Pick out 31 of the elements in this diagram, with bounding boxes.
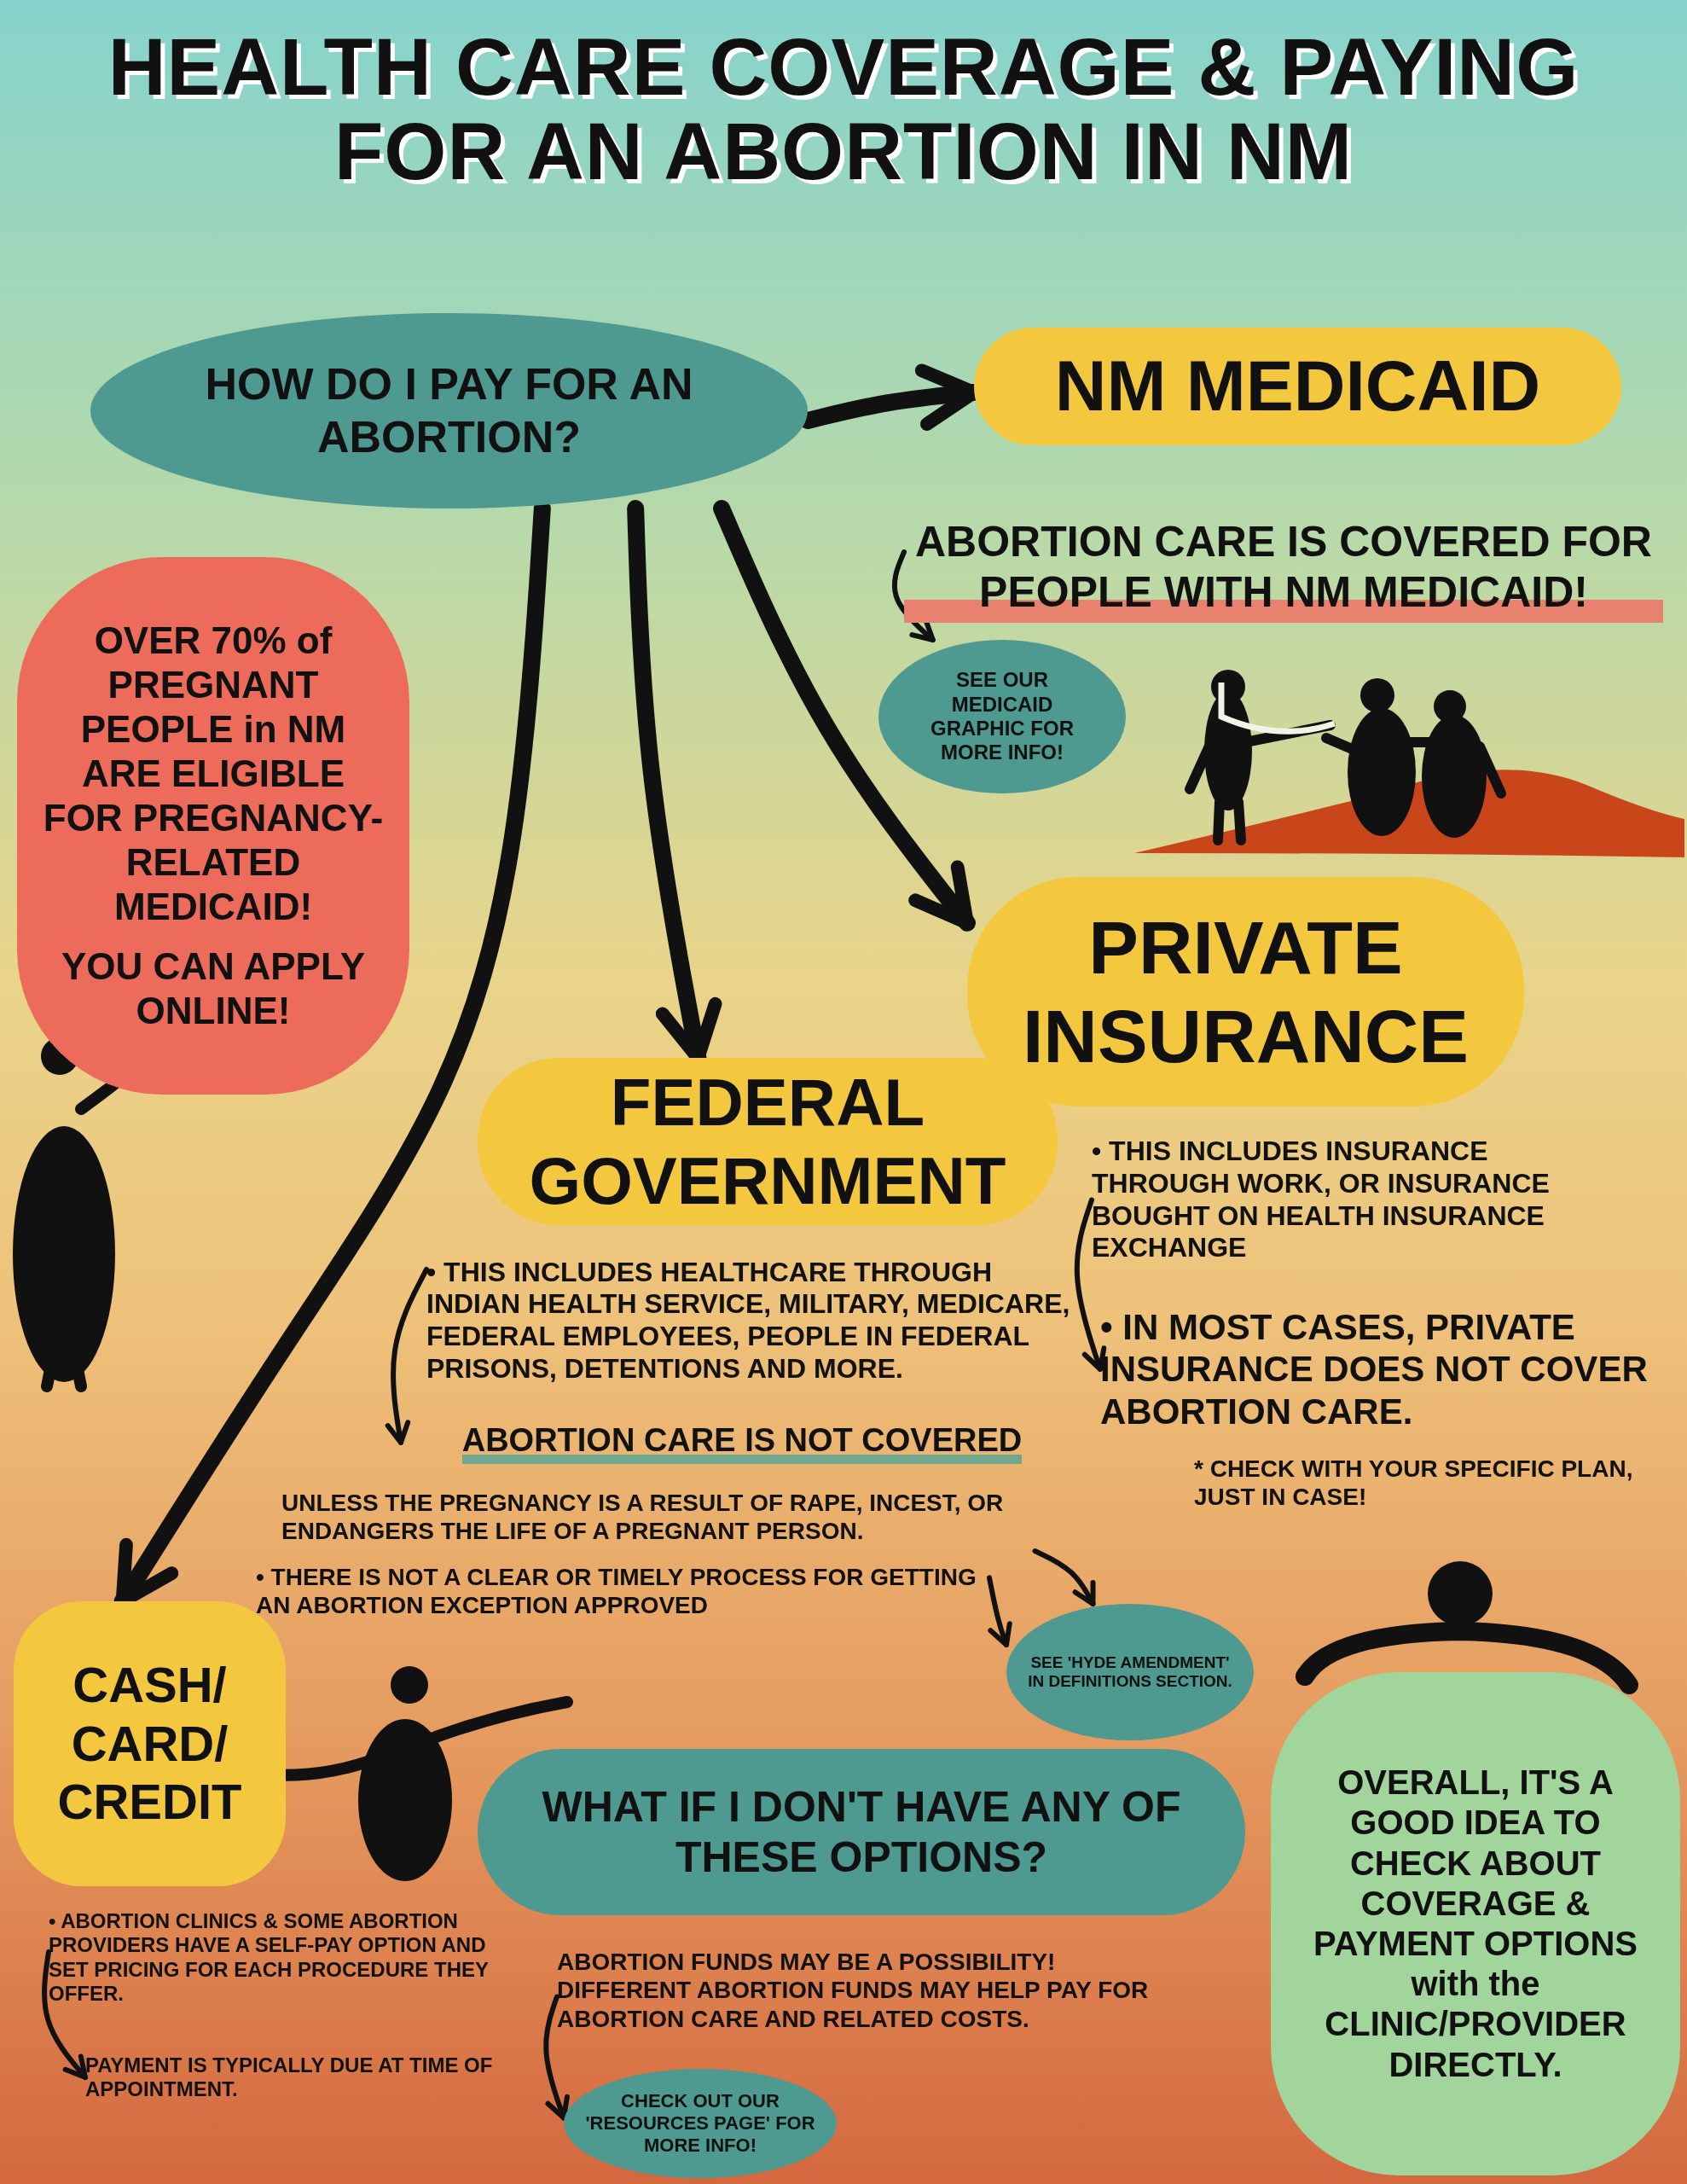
body-text: ABORTION FUNDS MAY BE A POSSIBILITY! DIFFERENT ABORTION FUNDS MAY HELP PAY FOR ABORTION CARE AND RELATED COSTS. (557, 1926, 1188, 2054)
note-text: UNLESS THE PREGNANCY IS A RESULT OF RAPE, INCEST, OR ENDANGERS THE LIFE OF A PREGNANT PERSON. (281, 1483, 1092, 1551)
bubble-text: OVERALL, IT'S A GOOD IDEA TO CHECK ABOUT COVERAGE & PAYMENT OPTIONS with the CLINIC/PROVIDER DIRECTLY. (1312, 1763, 1639, 2085)
arrow (385, 1267, 429, 1445)
note-text: * CHECK WITH YOUR SPECIFIC PLAN, JUST IN CASE! (1194, 1455, 1634, 1512)
advice-bubble (1271, 1672, 1680, 2175)
bullet-text: • THIS INCLUDES HEALTHCARE THROUGH INDIAN HEALTH SERVICE, MILITARY, MEDICARE, FEDERAL EMPLOYEES, PEOPLE IN FEDERAL PRISONS, DETENTIONS AND MORE. (426, 1235, 1075, 1406)
bubble-text: HOW DO I PAY FOR AN ABORTION? (204, 358, 694, 463)
arrow (891, 549, 936, 642)
arrow (543, 1994, 570, 2121)
bullet-text: • THIS INCLUDES INSURANCE THROUGH WORK, OR INSURANCE BOUGHT ON HEALTH INSURANCE EXCHANGE (1092, 1121, 1620, 1279)
title: HEALTH CARE COVERAGE & PAYING FOR AN ABORTION IN NM (107, 26, 1580, 195)
note-text: PAYMENT IS TYPICALLY DUE AT TIME OF APPOINTMENT. (85, 2048, 512, 2107)
bullet-text: • THERE IS NOT A CLEAR OR TIMELY PROCESS FOR GETTING AN ABORTION EXCEPTION APPROVED (256, 1558, 989, 1624)
bubble-text: FEDERAL GOVERNMENT (528, 1063, 1007, 1220)
bullet-text: • IN MOST CASES, PRIVATE INSURANCE DOES NOT COVER ABORTION CARE. (1100, 1292, 1663, 1446)
arrow (987, 1575, 1012, 1647)
bubble-text: NM MEDICAID (1054, 345, 1541, 428)
call-to-action-text: YOU CAN APPLY ONLINE! (60, 944, 367, 1033)
bubble-text: CHECK OUT OUR 'RESOURCES PAGE' FOR MORE INFO! (585, 2090, 815, 2157)
bubble-text: WHAT IF I DON'T HAVE ANY OF THESE OPTIONS? (541, 1781, 1182, 1883)
bubble-text: CASH/ CARD/ CREDIT (56, 1656, 243, 1832)
bubble-text: SEE 'HYDE AMENDMENT' IN DEFINITIONS SECTION. (1028, 1653, 1232, 1692)
arrow (42, 1949, 88, 2080)
arrow (713, 500, 976, 932)
arrow (1074, 1197, 1107, 1372)
bubble-text: SEE OUR MEDICAID GRAPHIC FOR MORE INFO! (930, 668, 1075, 765)
fact-text: OVER 70% of PREGNANT PEOPLE in NM ARE ELIGIBLE FOR PREGNANCY-RELATED MEDICAID! (43, 619, 384, 929)
bullet-text: • ABORTION CLINICS & SOME ABORTION PROVIDERS HAVE A SELF-PAY OPTION AND SET PRICING FOR EACH PROCEDURE THEY OFFER. (49, 1901, 509, 2014)
arrow (1032, 1548, 1096, 1606)
bubble-text: PRIVATE INSURANCE (1021, 903, 1470, 1080)
